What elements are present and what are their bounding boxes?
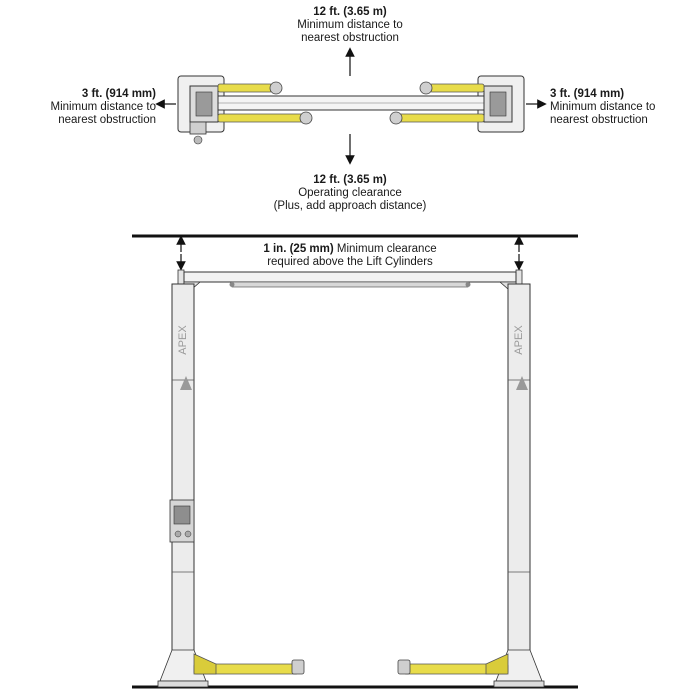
right-lift-arm (397, 653, 509, 675)
right-clearance-label: 3 ft. (914 mm) Minimum distance to neare… (550, 88, 656, 126)
left-lift-arm (193, 653, 305, 675)
operating-clearance-label: 12 ft. (3.65 m) Operating clearance (Plu… (273, 174, 427, 212)
shutoff-bar (231, 281, 469, 288)
right-rear-arm (397, 113, 485, 123)
right-lift-pad (397, 659, 411, 675)
power-unit-top (189, 121, 207, 135)
cylinder-clearance-label: 1 in. (25 mm) Minimum clearance required… (263, 243, 437, 268)
top-view-lift (177, 75, 525, 145)
left-clearance-label: 3 ft. (914 mm) Minimum distance to neare… (50, 88, 156, 126)
left-lift-pad (291, 659, 305, 675)
apex-logo-left: APEX (177, 325, 189, 355)
overhead-crossbeam (183, 271, 517, 297)
top-clearance-label: 12 ft. (3.65 m) Minimum distance to near… (297, 6, 403, 44)
left-front-arm (217, 83, 273, 93)
apex-logo-mark-right (516, 376, 528, 390)
apex-logo-mark-left (180, 376, 192, 390)
left-rear-arm (217, 113, 305, 123)
apex-logo-right: APEX (513, 325, 525, 355)
right-front-arm (429, 83, 485, 93)
